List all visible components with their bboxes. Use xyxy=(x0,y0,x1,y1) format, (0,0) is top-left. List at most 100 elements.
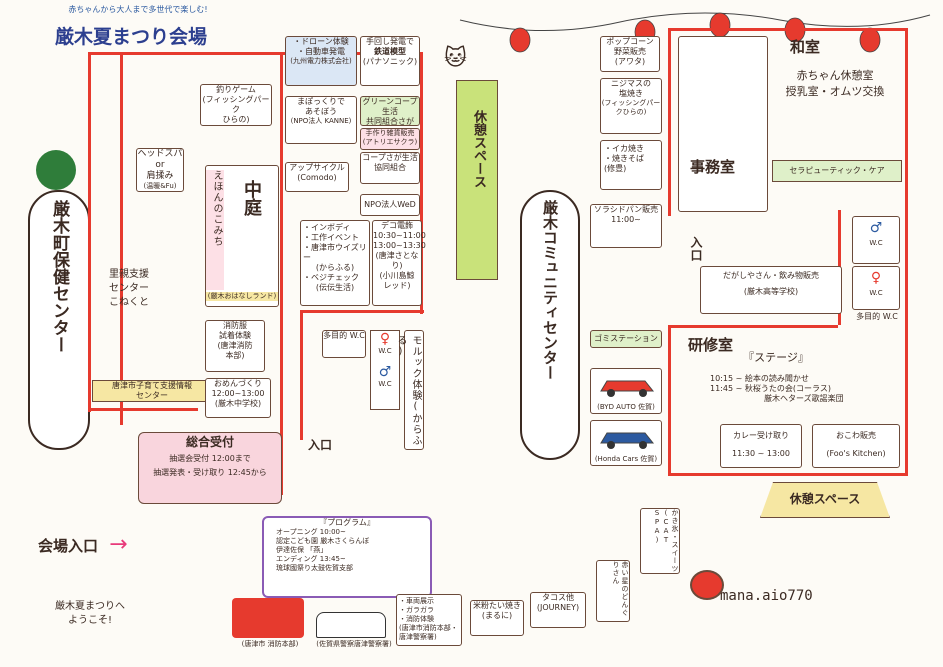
male-wc-icon: ♂ xyxy=(378,364,392,380)
reception-title: 総合受付 xyxy=(185,435,234,449)
wc-label-male: W.C xyxy=(378,380,392,388)
wall-left xyxy=(88,52,91,412)
multipurpose-wc-left: 多目的 W.C xyxy=(322,330,366,358)
akahoshi-car: 赤い星のどんぐりさん xyxy=(596,560,630,622)
male-wc-icon-right: ♂ xyxy=(869,220,883,236)
firetruck-label: (唐津市 消防本部) xyxy=(241,640,299,648)
wall-toilet-top xyxy=(300,310,424,313)
welcome-message: 厳木夏まつりへようこそ! xyxy=(55,601,125,626)
honda-car-display: (Honda Cars 佐賀) xyxy=(590,420,662,466)
reception-desk: 総合受付 抽選会受付 12:00まで 抽選発表・受け取り 12:45から xyxy=(138,432,282,504)
blue-car-icon xyxy=(600,432,655,449)
wc-right-male: ♂ W.C xyxy=(852,216,900,264)
office-label: 事務室 xyxy=(690,158,736,176)
wall-right-left-lower xyxy=(668,325,671,475)
byd-label: (BYD AUTO 佐賀) xyxy=(597,403,655,411)
gomi-station: ゴミステーション xyxy=(590,330,662,348)
wc-right-female: ♀ W.C xyxy=(852,266,900,310)
venue-entrance: 会場入口 → xyxy=(38,532,188,576)
cat-icon: 🐱 xyxy=(444,46,467,71)
rest-tent-label: 休憩スペース xyxy=(789,492,861,506)
left-building-bubble xyxy=(28,190,90,450)
wc-left-block: ♀ W.C ♂ W.C xyxy=(370,330,400,410)
handwork-stall: 手作り雑貨販売(アトリエサクラ) xyxy=(360,128,420,150)
kakigori-car: かき氷・スイーツ(CAT SPA) xyxy=(640,508,680,574)
right-building-label: 厳木コミュニティセンター xyxy=(541,200,559,380)
red-car-icon xyxy=(600,380,655,397)
wall-toilet-left xyxy=(300,310,303,440)
coopsaga-stall: コープさが生活協同組合 xyxy=(360,152,420,184)
arrow-right-icon: → xyxy=(109,532,128,557)
entrance-right-label: 入口 xyxy=(689,236,703,262)
rest-tent xyxy=(760,482,890,518)
washitsu-description: 赤ちゃん休憩室授乳室・オムツ交換 xyxy=(785,69,885,98)
program-lines: オープニング 10:00~認定こども園 厳木さくらんぼ伊達佐保 「燕」エンディン… xyxy=(276,528,370,572)
washitsu-title: 和室 xyxy=(790,38,821,56)
wall-kenshu-top xyxy=(668,325,838,328)
watermelon-icon xyxy=(36,150,76,190)
program-title: 『プログラム』 xyxy=(319,518,375,527)
rest-space-label: 休憩スペース xyxy=(471,110,486,188)
morukku-stall: モルック体験(からふる) xyxy=(395,330,424,450)
tacos-car: タコス他(JOURNEY) xyxy=(530,592,586,628)
npowed-stall: NPO法人WeD xyxy=(360,194,420,216)
stage-title: 『ステージ』 xyxy=(743,351,809,364)
kids-vehicle-car: ・車両展示・ガラガラ・消防体験(唐津市消防本部・唐津警察署) xyxy=(396,594,462,646)
wall-inner xyxy=(120,55,123,425)
wc-label-female: W.C xyxy=(378,347,392,355)
nijimasu-stall: ニジマスの塩焼き(フィッシングパークひらの) xyxy=(600,78,662,134)
wc-label-right-female: W.C xyxy=(869,289,883,297)
fire-truck-icon xyxy=(232,598,304,638)
female-wc-icon: ♀ xyxy=(379,331,391,347)
female-wc-icon-right: ♀ xyxy=(870,270,882,286)
rest-space-band xyxy=(456,80,498,280)
wall-mid xyxy=(280,55,283,495)
dagashi-stall: だがしやさん・飲み物販売(厳木高等学校) xyxy=(700,266,842,314)
program-board: 『プログラム』 オープニング 10:00~認定こども園 厳木さくらんぼ伊達佐保 … xyxy=(262,516,432,598)
kenshu-title: 研修室 xyxy=(688,336,734,354)
wc-label-right-male: W.C xyxy=(869,239,883,247)
multipurpose-wc-right: 多目的 W.C xyxy=(856,312,898,321)
reception-line1: 抽選会受付 12:00まで xyxy=(169,454,251,463)
wall-right xyxy=(420,52,423,314)
fishing-stall: 釣りゲーム(フィッシングパークひらの) xyxy=(200,84,272,126)
upcycle-stall: アップサイクル(Comodo) xyxy=(285,162,349,192)
wall-right-left xyxy=(668,28,671,216)
police-car-icon xyxy=(316,612,386,638)
drone-stall: ・ドローン体験・自動車発電(九州電力株式会社) xyxy=(285,36,357,86)
therapy-area: セラピューティック・ケア xyxy=(772,160,902,182)
popcorn-stall: ポップコーン野菜販売(アワタ) xyxy=(600,36,660,72)
wall-right-top xyxy=(668,28,908,31)
office-room xyxy=(678,36,768,212)
reception-line2: 抽選発表・受け取り 12:45から xyxy=(153,468,267,477)
okowa-stall: おこわ販売(Foo's Kitchen) xyxy=(812,424,900,468)
taiyaki-car: 米粉たい焼き(まるに) xyxy=(470,600,524,636)
page-title: 厳木夏まつり会場 xyxy=(55,26,208,48)
wall-top xyxy=(88,52,423,55)
left-building-label: 厳木町保健センター xyxy=(49,200,69,353)
events-stall: ・インボディ・工作イベント・唐津市ウイズリー(からふる)・ベジチェック(伝伝生活… xyxy=(300,220,370,306)
ikayaki-stall: ・イカ焼き・焼きそば(修豊) xyxy=(600,140,662,190)
police-label: (佐賀県警察唐津警察署) xyxy=(316,640,392,648)
ehon-org: (厳木おはなしランド) xyxy=(206,292,278,301)
railway-stall: 手回し発電で鉄道模型(パナソニック) xyxy=(360,36,420,86)
ehon-path: えほんのこみち xyxy=(206,170,224,290)
stage-schedule: 10:15 ~ 絵本の読み聞かせ 11:45 ~ 秋桜うたの会(コーラス) 厳木… xyxy=(710,374,844,403)
wall-right-right xyxy=(905,28,908,476)
karatsu-center: 唐津市子育て支援情報センター xyxy=(92,380,212,402)
tagline: 赤ちゃんから大人まで多世代で楽しむ! xyxy=(68,5,208,14)
mapokkuri-stall: まぽっくりであそぼう(NPO法人 KANNE) xyxy=(285,96,357,144)
satooya-center: 里親支援センターこねくと xyxy=(109,269,149,308)
taiko-drum-icon xyxy=(690,570,724,600)
wall-bottom-left xyxy=(88,408,198,411)
courtyard-title: 中庭 xyxy=(241,180,262,216)
byd-car-display: (BYD AUTO 佐賀) xyxy=(590,368,662,414)
fire-uniform-stall: 消防服試着体験(唐津消防本部) xyxy=(205,320,265,372)
entrance-left-label: 入口 xyxy=(308,438,333,452)
